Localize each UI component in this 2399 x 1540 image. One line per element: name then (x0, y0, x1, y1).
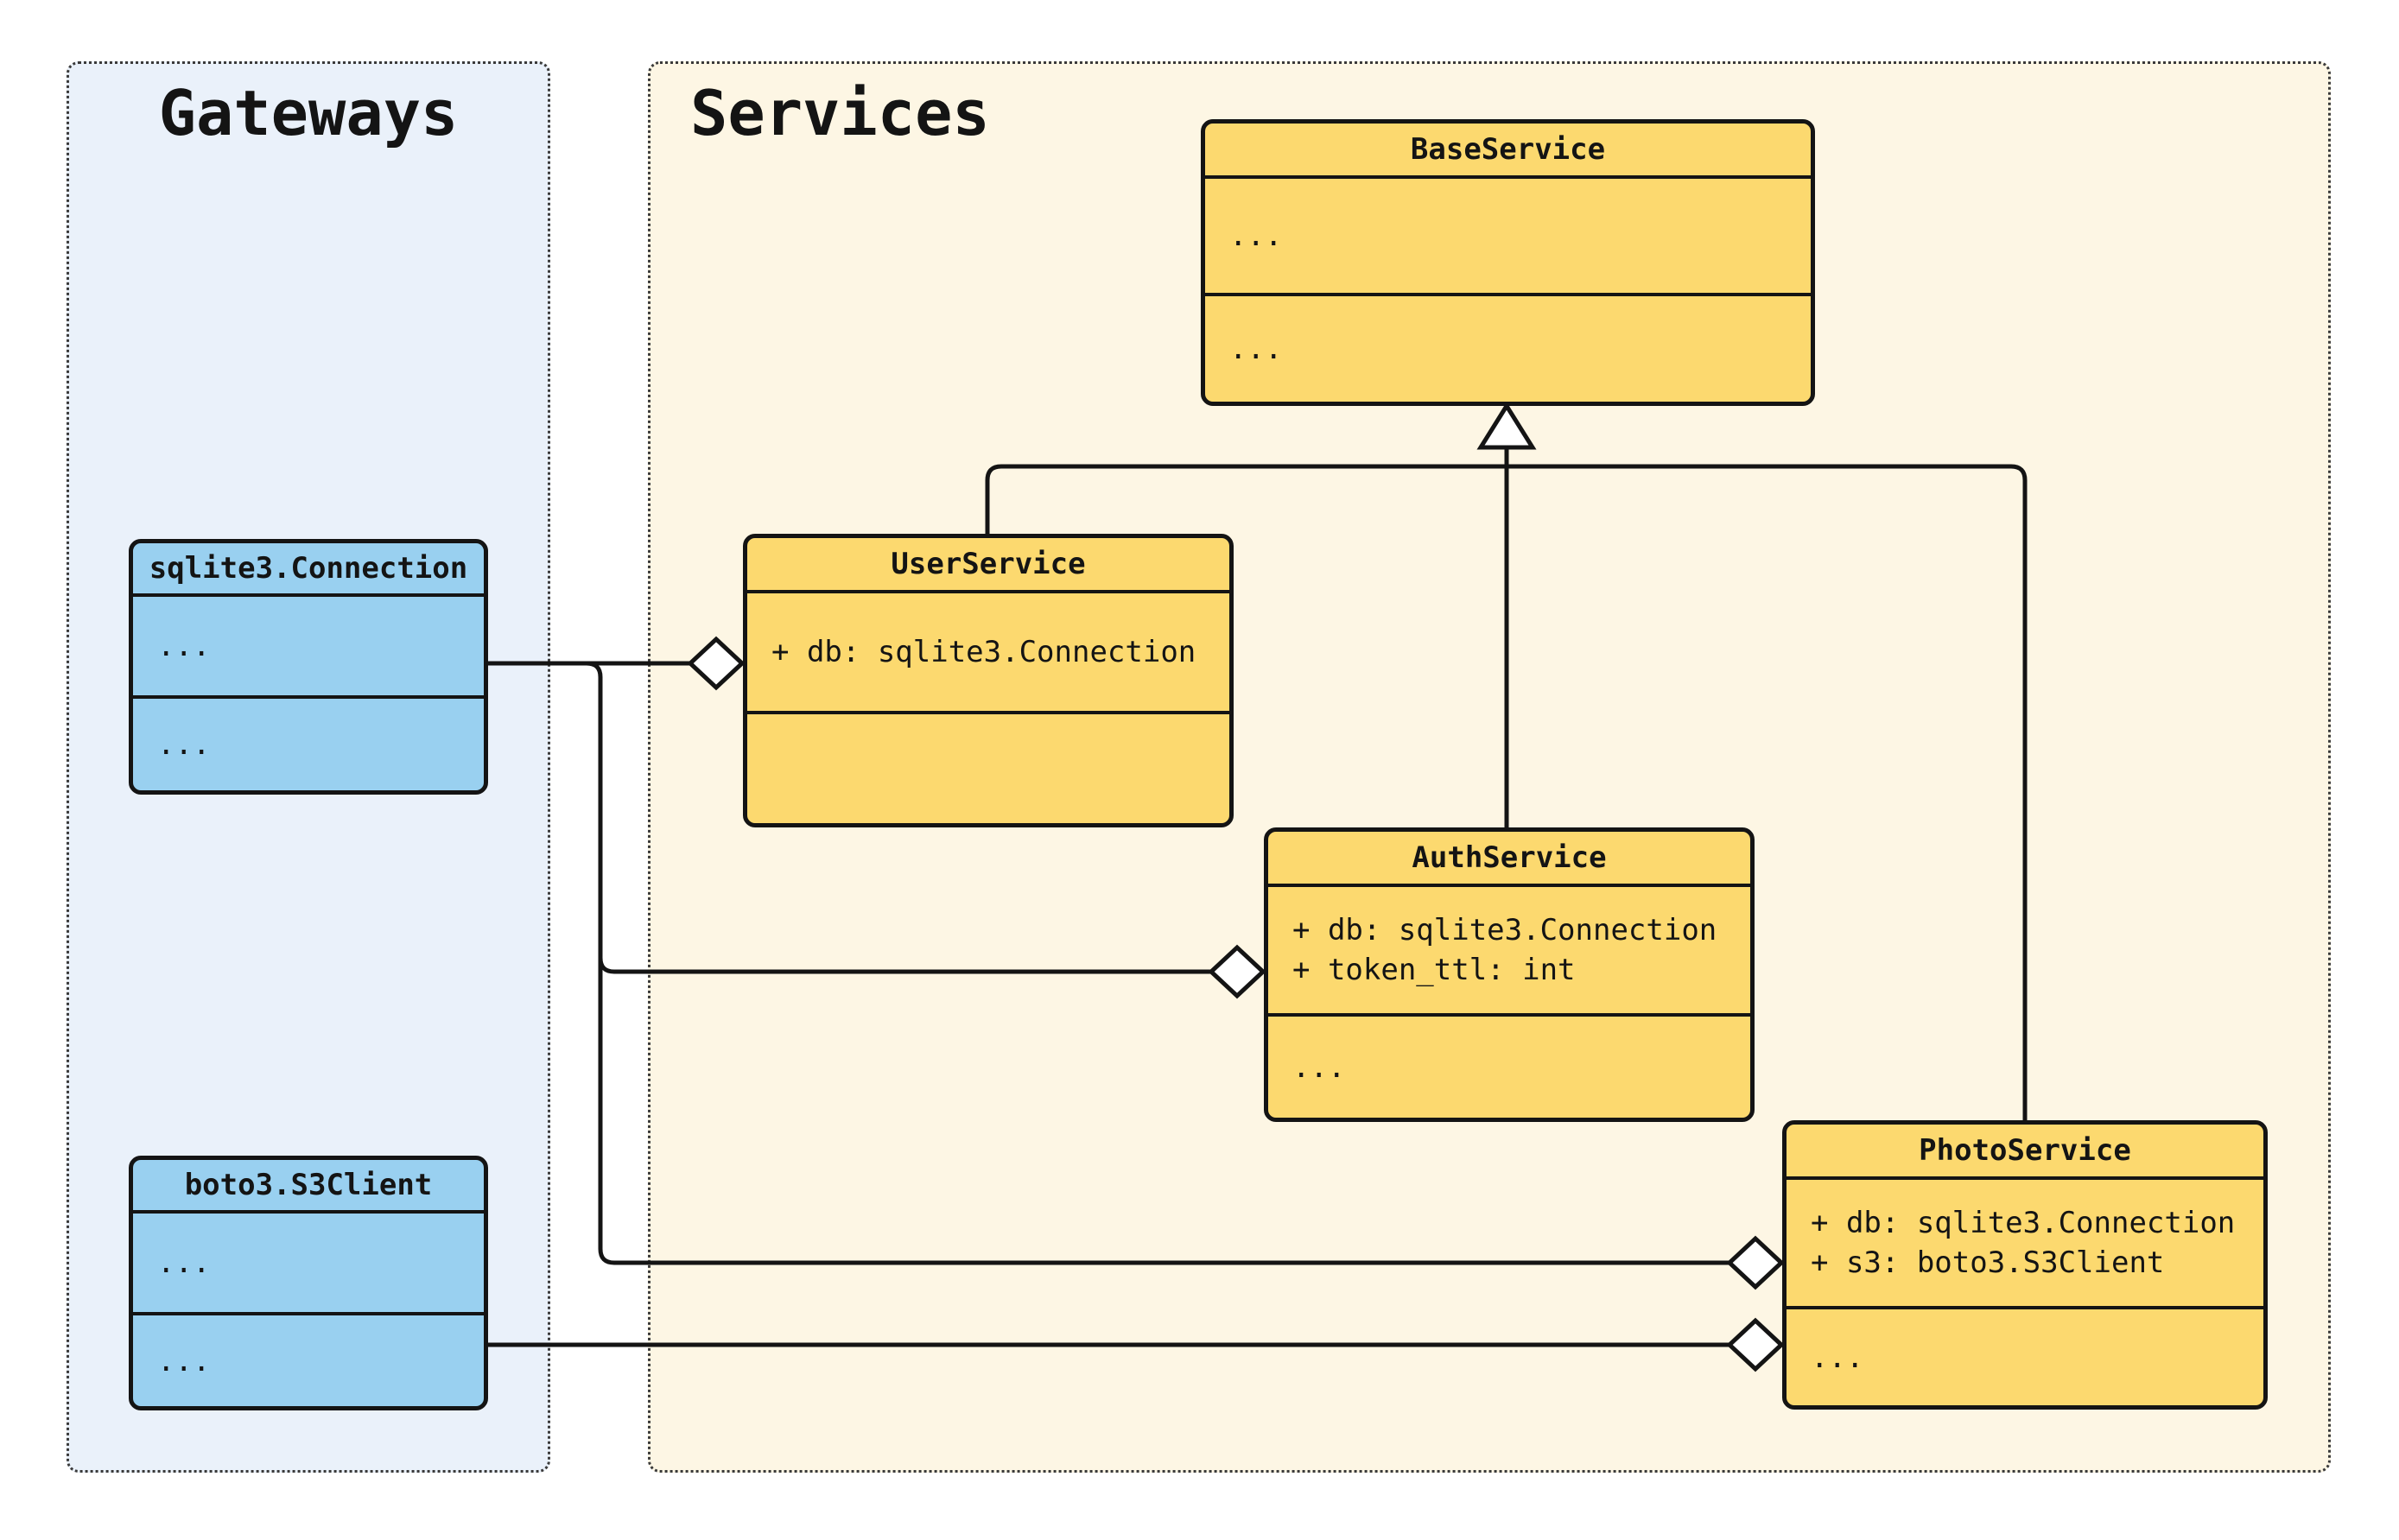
attribute-line: ... (1229, 219, 1283, 253)
class-attributes-section: ... (133, 593, 484, 695)
class-methods-section (747, 711, 1229, 823)
class-methods-section: ... (1268, 1013, 1750, 1118)
method-line: ... (157, 727, 211, 762)
class-title: UserService (891, 547, 1086, 581)
class-attributes-section: ... (133, 1210, 484, 1312)
attribute-line: + token_ttl: int (1292, 953, 1576, 987)
group-title-gateways: Gateways (158, 77, 459, 149)
class-title: AuthService (1412, 840, 1607, 875)
method-line: ... (1292, 1049, 1346, 1085)
class-attributes-section: + db: sqlite3.Connection + s3: boto3.S3C… (1787, 1176, 2263, 1306)
attribute-line: + s3: boto3.S3Client (1811, 1245, 2165, 1280)
class-methods-section: ... (133, 695, 484, 790)
attribute-line: ... (157, 1245, 211, 1280)
class-box-authservice: AuthService + db: sqlite3.Connection + t… (1264, 827, 1755, 1122)
attribute-line: + db: sqlite3.Connection (1811, 1206, 2236, 1240)
method-line: ... (157, 1343, 211, 1378)
method-line: ... (1811, 1340, 1864, 1375)
class-title: boto3.S3Client (184, 1168, 433, 1202)
class-box-userservice: UserService + db: sqlite3.Connection (743, 534, 1234, 827)
attribute-line: + db: sqlite3.Connection (1292, 913, 1717, 947)
class-methods-section: ... (133, 1312, 484, 1406)
class-title: BaseService (1410, 132, 1606, 167)
class-box-sqlite3-connection: sqlite3.Connection ... ... (129, 539, 488, 795)
class-title: sqlite3.Connection (149, 551, 468, 586)
method-line: ... (1229, 332, 1283, 366)
class-box-baseservice: BaseService ... ... (1201, 119, 1815, 406)
class-attributes-section: ... (1205, 175, 1811, 293)
class-box-boto3-s3client: boto3.S3Client ... ... (129, 1156, 488, 1410)
class-attributes-section: + db: sqlite3.Connection + token_ttl: in… (1268, 884, 1750, 1013)
class-attributes-section: + db: sqlite3.Connection (747, 590, 1229, 711)
class-box-photoservice: PhotoService + db: sqlite3.Connection + … (1782, 1120, 2268, 1410)
class-methods-section: ... (1787, 1306, 2263, 1405)
group-title-services: Services (690, 77, 990, 149)
class-title: PhotoService (1919, 1133, 2131, 1168)
attribute-line: + db: sqlite3.Connection (771, 635, 1196, 669)
attribute-line: ... (157, 629, 211, 663)
class-methods-section: ... (1205, 293, 1811, 402)
